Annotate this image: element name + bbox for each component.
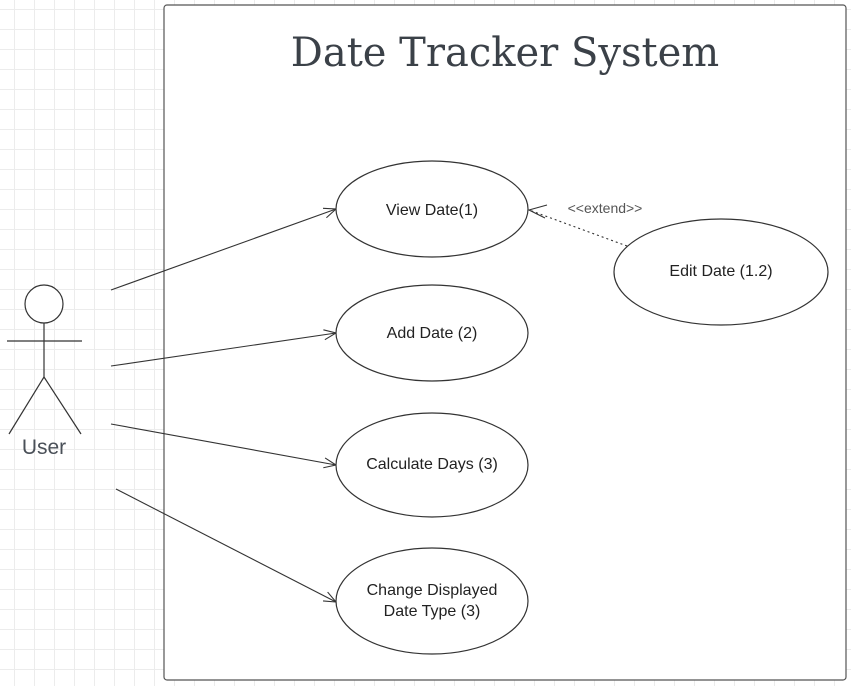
use-case-view-date-label: View Date(1) — [386, 202, 478, 219]
use-case-edit-date[interactable]: Edit Date (1.2) — [613, 218, 829, 326]
extend-label: <<extend>> — [568, 200, 643, 216]
use-case-edit-date-label: Edit Date (1.2) — [669, 263, 772, 280]
system-title: Date Tracker System — [291, 30, 719, 76]
actor-right-leg — [43, 376, 82, 435]
extend-arrowhead — [527, 204, 548, 219]
use-case-add-date[interactable]: Add Date (2) — [335, 284, 529, 382]
association-view-date[interactable] — [110, 209, 336, 291]
use-case-change-date-type-shape — [335, 547, 529, 655]
actor-head — [24, 284, 64, 324]
association-add-date[interactable] — [110, 333, 336, 367]
use-case-edit-date-shape — [613, 218, 829, 326]
actor-label: User — [22, 436, 66, 459]
association-change-date-type[interactable] — [115, 488, 336, 602]
use-case-calculate-days-shape — [335, 412, 529, 518]
use-case-view-date[interactable]: View Date(1) — [335, 160, 529, 258]
actor-user[interactable]: User — [7, 284, 82, 459]
use-case-view-date-shape — [335, 160, 529, 258]
use-case-add-date-label: Add Date (2) — [387, 325, 478, 342]
actor-left-leg — [8, 376, 45, 435]
use-case-change-date-type-label-line1: Change Displayed — [367, 582, 498, 599]
use-case-change-date-type-label-line2: Date Type (3) — [384, 603, 481, 620]
association-calculate-days[interactable] — [110, 423, 336, 465]
use-case-change-date-type[interactable]: Change Displayed Date Type (3) — [335, 547, 529, 655]
use-case-add-date-shape — [335, 284, 529, 382]
use-case-calculate-days-label: Calculate Days (3) — [366, 456, 498, 473]
use-case-calculate-days[interactable]: Calculate Days (3) — [335, 412, 529, 518]
